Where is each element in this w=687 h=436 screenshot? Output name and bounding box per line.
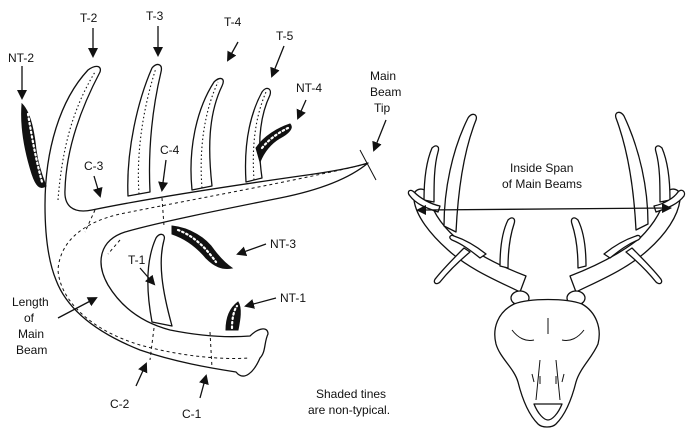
arrow-c4 (162, 160, 166, 190)
arrow-nt4 (298, 100, 306, 118)
arrow-c1 (200, 376, 206, 398)
single-antler: T-2 T-3 T-4 T-5 NT-2 NT-4 Main Beam Tip … (8, 9, 401, 421)
rack-right-tine-2 (655, 146, 670, 202)
nt3-shape (172, 226, 232, 269)
rack-left-tine-2 (424, 146, 439, 202)
inside-span-arrow (424, 208, 670, 210)
label-note-1: Shaded tines (316, 387, 386, 401)
label-nt3: NT-3 (270, 237, 296, 251)
label-t5: T-5 (276, 29, 294, 43)
skull-rack: Inside Span of Main Beams (408, 112, 684, 427)
t1-base-line (108, 240, 120, 254)
label-main-beam-tip-3: Tip (374, 101, 391, 115)
arrow-c3 (94, 176, 100, 196)
label-length-1: Length (12, 295, 49, 309)
label-c2: C-2 (110, 397, 130, 411)
rack-right-brow-2 (571, 218, 586, 268)
nt4-shape (256, 124, 291, 162)
label-main-beam-tip-2: Beam (370, 85, 401, 99)
label-nt1: NT-1 (280, 291, 306, 305)
label-inside-span-2: of Main Beams (502, 177, 582, 191)
label-length-4: Beam (16, 343, 47, 357)
rack-right-tine-1 (616, 112, 648, 230)
label-inside-span-1: Inside Span (510, 161, 573, 175)
rack-left-brow-2 (500, 218, 515, 268)
label-main-beam-tip-1: Main (370, 69, 396, 83)
tine-t3-shape (128, 65, 162, 196)
label-t3: T-3 (146, 9, 164, 23)
label-nt2: NT-2 (8, 51, 34, 65)
arrow-t4 (228, 42, 238, 60)
arrow-nt1 (246, 298, 276, 306)
label-note-2: are non-typical. (308, 403, 390, 417)
rack-left-tine-1 (444, 114, 476, 232)
label-c4: C-4 (160, 143, 180, 157)
label-t4: T-4 (224, 15, 242, 29)
label-length-2: of (24, 311, 35, 325)
nt1-shape (226, 302, 240, 330)
label-c1: C-1 (182, 407, 202, 421)
arrow-nt3 (238, 244, 266, 254)
label-t2: T-2 (80, 11, 98, 25)
arrow-t5 (272, 46, 284, 76)
arrow-c2 (136, 364, 146, 386)
tine-t5-shape (246, 88, 271, 182)
label-length-3: Main (18, 327, 44, 341)
label-c3: C-3 (84, 159, 104, 173)
label-t1: T-1 (128, 253, 146, 267)
arrow-main-beam-tip (374, 120, 386, 150)
tine-t4-shape (191, 79, 223, 190)
label-nt4: NT-4 (296, 81, 322, 95)
